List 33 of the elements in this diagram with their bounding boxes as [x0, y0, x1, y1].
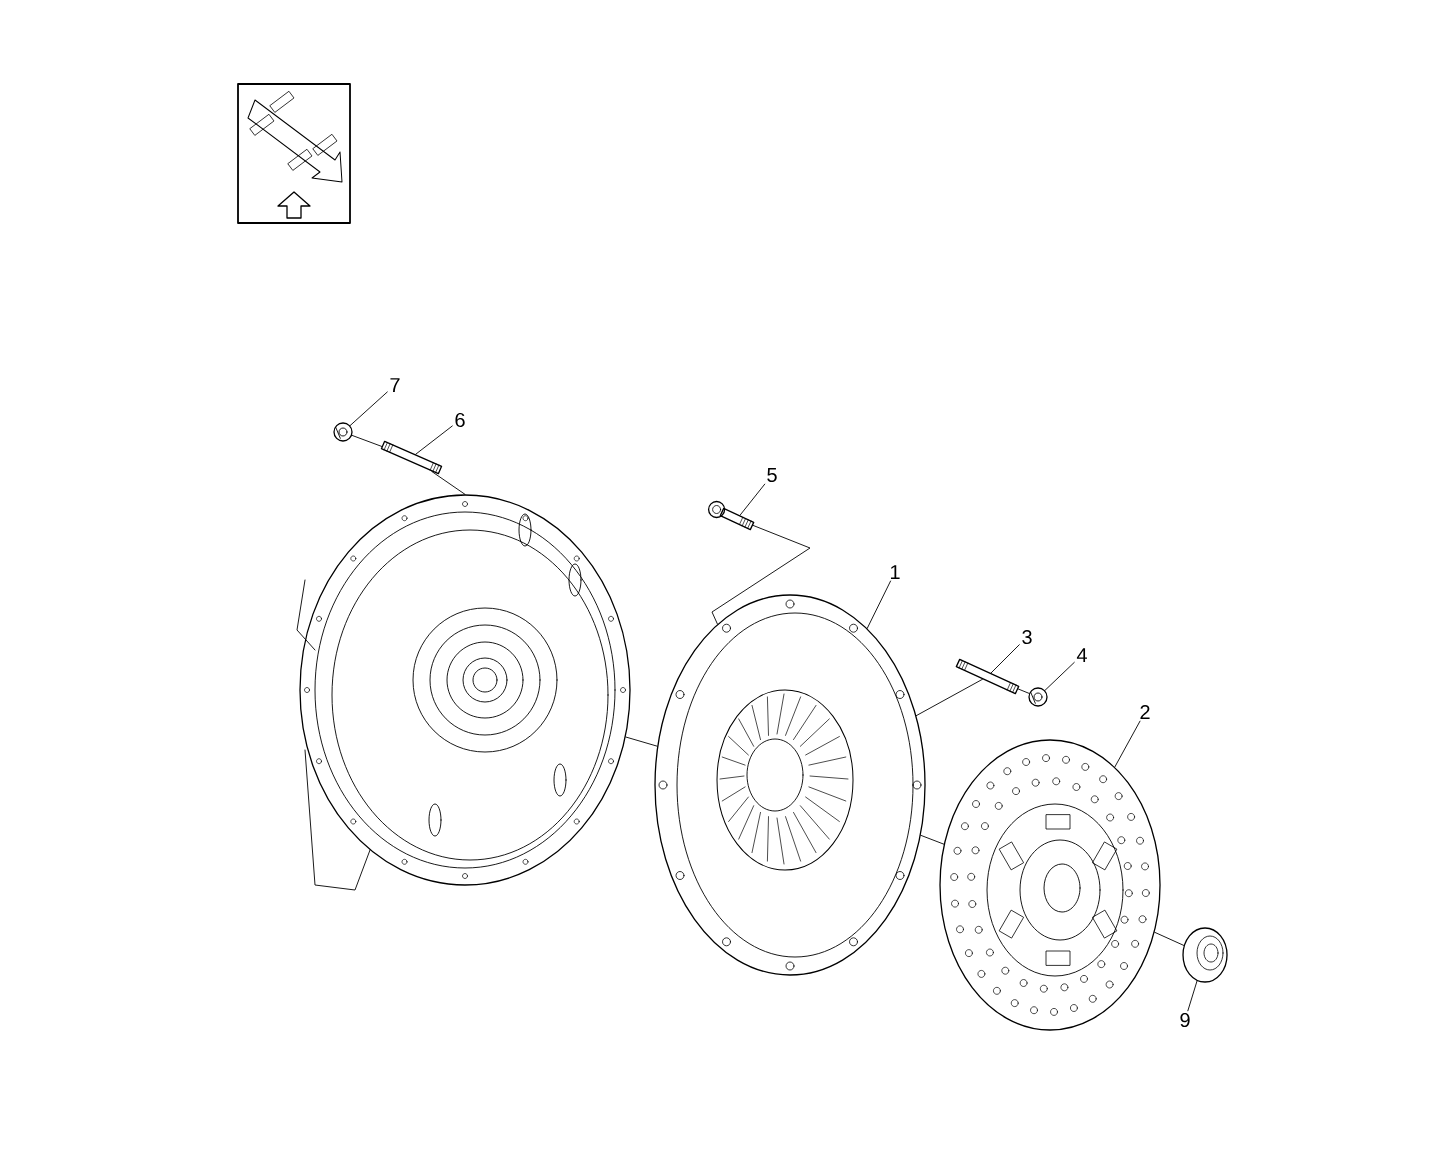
alignment-line — [915, 678, 983, 717]
stud-drawing — [955, 658, 1020, 695]
callout-number: 3 — [1022, 629, 1032, 645]
nut-drawing — [1028, 687, 1048, 707]
callout-number: 5 — [767, 468, 777, 482]
clutch-housing-drawing — [296, 494, 631, 891]
nut-drawing — [333, 422, 353, 442]
leader-line — [1044, 661, 1075, 691]
alignment-line — [351, 434, 383, 447]
bearing-drawing — [1182, 927, 1228, 983]
leader-line — [1187, 980, 1198, 1012]
bolt-drawing — [707, 500, 755, 531]
alignment-line — [1017, 688, 1030, 694]
stud-drawing — [380, 440, 443, 475]
alignment-line — [625, 736, 658, 747]
callout-number: 7 — [390, 378, 400, 392]
callout-number: 1 — [890, 565, 900, 579]
callout-number: 9 — [1180, 1012, 1190, 1028]
pressure-plate-drawing — [654, 594, 926, 976]
leader-line — [349, 391, 388, 426]
alignment-line — [920, 834, 945, 845]
leader-line — [990, 644, 1020, 674]
clutch-disc-drawing — [939, 739, 1161, 1031]
leader-line — [1114, 720, 1141, 768]
leader-line — [415, 425, 453, 455]
leader-line — [866, 580, 891, 629]
alignment-line — [431, 471, 466, 495]
alignment-line — [711, 524, 811, 625]
leader-line — [739, 483, 766, 516]
callout-number: 6 — [455, 412, 465, 428]
callout-number: 2 — [1140, 705, 1150, 719]
alignment-line — [1154, 931, 1185, 946]
callout-number: 4 — [1076, 648, 1087, 662]
